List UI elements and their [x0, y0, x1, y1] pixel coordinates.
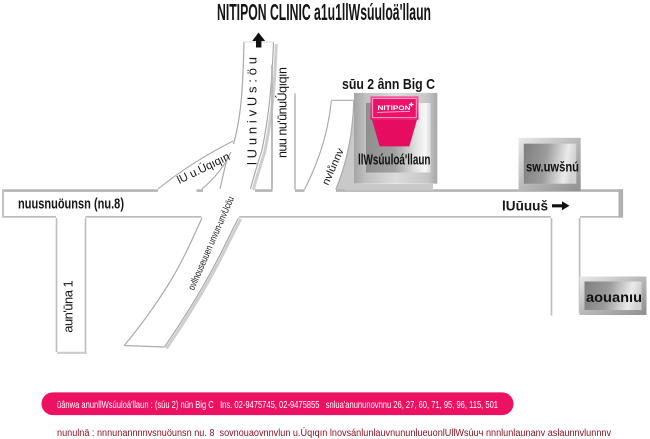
svg-text:aouanıu: aouanıu: [586, 289, 642, 305]
svg-text:sw.uwšnú: sw.uwšnú: [526, 159, 579, 175]
svg-text:nunulnä : nnnunannnnvsnuöunsn: nunulnä : nnnunannnnvsnuöunsn nu. 8 sovn…: [57, 426, 611, 439]
svg-text:aun'ūna 1: aun'ūna 1: [61, 280, 76, 333]
svg-text:NITIPON: NITIPON: [378, 105, 411, 112]
svg-text:nuu nu'ūnuÚqıqın: nuu nu'ūnuÚqıqın: [275, 67, 290, 158]
svg-text:lUūuuš: lUūuuš: [502, 198, 548, 214]
svg-text:sūu 2 ânn Big C: sūu 2 ânn Big C: [342, 76, 435, 93]
svg-text:ūânwa anunllWsúuloá'llaun : (s: ūânwa anunllWsúuloá'llaun : (súu 2) nūn …: [57, 399, 498, 411]
svg-text:nuusnuöunsn (nu.8): nuusnuöunsn (nu.8): [18, 197, 124, 213]
svg-text:llWsúuloá'llaun: llWsúuloá'llaun: [358, 153, 431, 169]
svg-text:NITIPON CLINIC a1u1llWsúuloä'l: NITIPON CLINIC a1u1llWsúuloä'llaun: [217, 0, 431, 25]
